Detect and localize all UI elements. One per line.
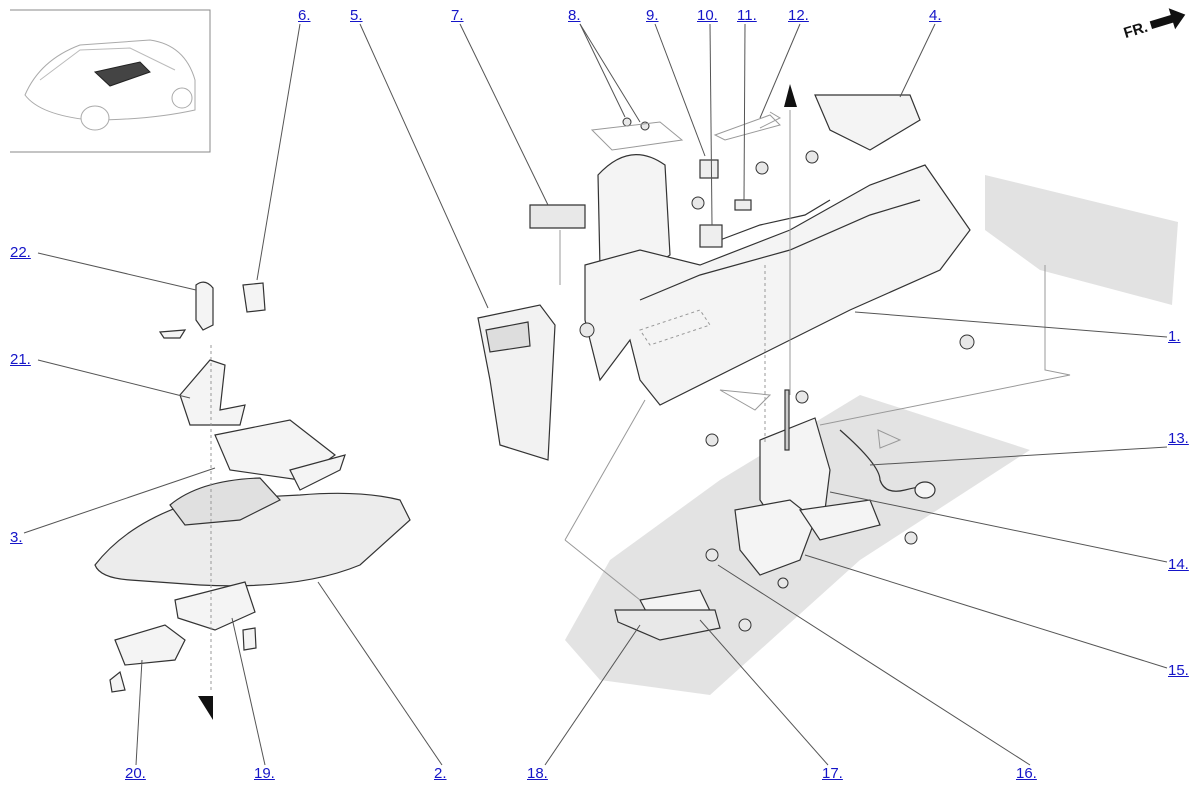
leader-lines xyxy=(23,23,1168,766)
fasteners xyxy=(579,117,975,632)
callout-15[interactable]: 15. xyxy=(1168,662,1189,679)
callout-22[interactable]: 22. xyxy=(10,244,31,261)
callout-1[interactable]: 1. xyxy=(1168,328,1181,345)
center-console-body xyxy=(529,94,971,406)
callout-8[interactable]: 8. xyxy=(568,7,581,24)
callout-13[interactable]: 13. xyxy=(1168,430,1189,447)
control-unit xyxy=(614,589,721,641)
callout-3[interactable]: 3. xyxy=(10,529,23,546)
callout-4[interactable]: 4. xyxy=(929,7,942,24)
callout-14[interactable]: 14. xyxy=(1168,556,1189,573)
callout-17[interactable]: 17. xyxy=(822,765,843,782)
callout-6[interactable]: 6. xyxy=(298,7,311,24)
callout-20[interactable]: 20. xyxy=(125,765,146,782)
callout-18[interactable]: 18. xyxy=(527,765,548,782)
callout-11[interactable]: 11. xyxy=(737,7,757,24)
front-direction-marker: FR. xyxy=(1120,1,1189,46)
callout-21[interactable]: 21. xyxy=(10,351,31,368)
vehicle-locator-inset xyxy=(10,9,211,153)
callout-16[interactable]: 16. xyxy=(1016,765,1037,782)
callout-7[interactable]: 7. xyxy=(451,7,464,24)
callout-5[interactable]: 5. xyxy=(350,7,363,24)
callout-12[interactable]: 12. xyxy=(788,7,809,24)
callout-9[interactable]: 9. xyxy=(646,7,659,24)
callout-2[interactable]: 2. xyxy=(434,765,447,782)
shift-lever-assembly xyxy=(734,389,936,576)
front-direction-label: FR. xyxy=(1121,18,1150,42)
assembly-guide-lines xyxy=(210,110,1071,690)
left-console-assembly xyxy=(94,281,411,693)
callout-19[interactable]: 19. xyxy=(254,765,275,782)
front-arrow-icon xyxy=(1149,8,1186,30)
direction-arrows xyxy=(198,84,797,720)
callout-10[interactable]: 10. xyxy=(697,7,718,24)
rear-console-panel xyxy=(477,304,556,461)
